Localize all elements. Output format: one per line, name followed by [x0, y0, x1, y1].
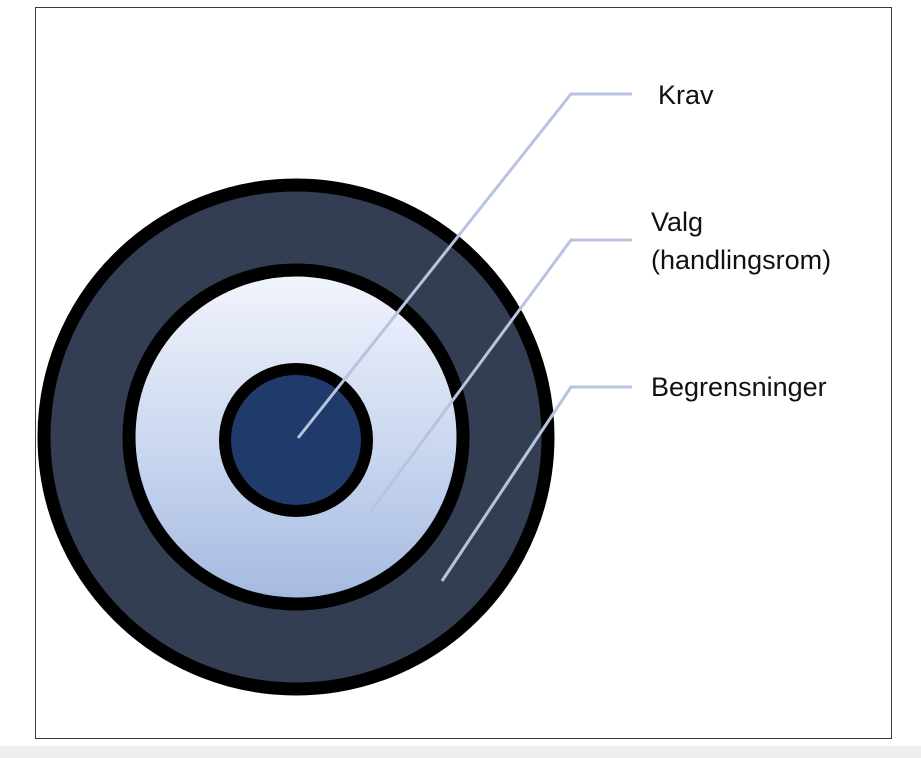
- leader-line-valg: [369, 238, 632, 512]
- bottom-strip: [0, 746, 921, 758]
- label-begrensninger: Begrensninger: [651, 372, 827, 402]
- diagram-frame: [35, 7, 892, 739]
- label-valg: Valg: [651, 207, 704, 237]
- leader-line-begrensninger: [440, 385, 632, 582]
- label-krav: Krav: [658, 80, 714, 110]
- label-handlingsrom: (handlingsrom): [651, 245, 832, 275]
- core-circle-krav: [219, 363, 373, 517]
- leader-line-krav: [296, 92, 632, 439]
